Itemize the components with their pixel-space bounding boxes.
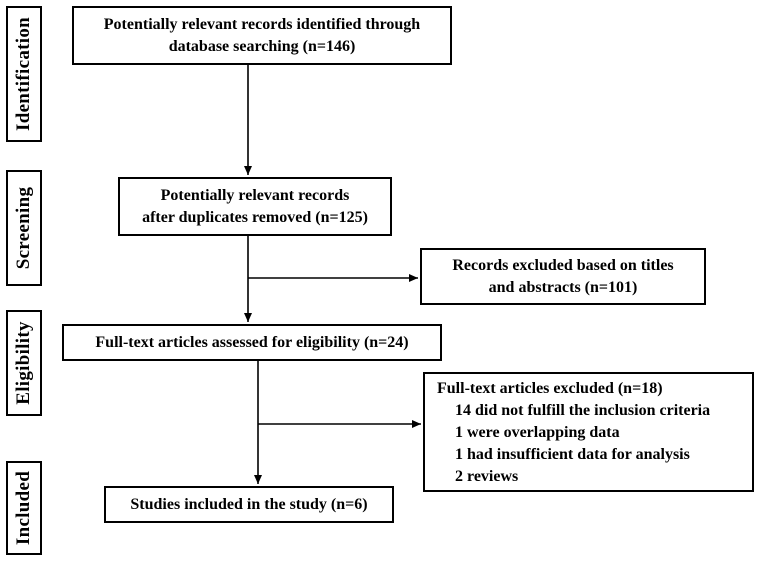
excluded-reason-item: 1 were overlapping data (455, 424, 620, 441)
box-excluded-titles-line1: Records excluded based on titles (452, 256, 674, 274)
stage-eligibility: Eligibility (6, 310, 42, 416)
box-after-duplicates: Potentially relevant records after dupli… (118, 177, 392, 236)
box-full-text-assessed-text: Full-text articles assessed for eligibil… (95, 333, 409, 351)
excluded-reason-item: 2 reviews (455, 468, 519, 485)
box-excluded-titles-line2: and abstracts (n=101) (488, 278, 638, 296)
box-studies-included-text: Studies included in the study (n=6) (130, 495, 368, 513)
box-full-text-assessed: Full-text articles assessed for eligibil… (62, 324, 442, 361)
excluded-reason-item: 14 did not fulfill the inclusion criteri… (455, 402, 711, 419)
box-excluded-titles-abstracts: Records excluded based on titles and abs… (420, 248, 706, 305)
stage-included: Included (6, 461, 42, 555)
box-full-text-excluded: Full-text articles excluded (n=18) 14 di… (423, 372, 754, 492)
stage-identification: Identification (6, 6, 42, 142)
box-after-duplicates-line1: Potentially relevant records (160, 186, 350, 204)
box-after-duplicates-line2: after duplicates removed (n=125) (142, 208, 368, 226)
box-records-identified-line1: Potentially relevant records identified … (103, 15, 421, 33)
excluded-reason-item: 1 had insufficient data for analysis (455, 446, 690, 463)
box-full-text-excluded-heading: Full-text articles excluded (n=18) (437, 380, 663, 397)
box-records-identified-line2: database searching (n=146) (168, 37, 356, 55)
box-studies-included: Studies included in the study (n=6) (104, 486, 394, 523)
box-records-identified: Potentially relevant records identified … (72, 6, 452, 65)
stage-screening: Screening (6, 170, 42, 286)
